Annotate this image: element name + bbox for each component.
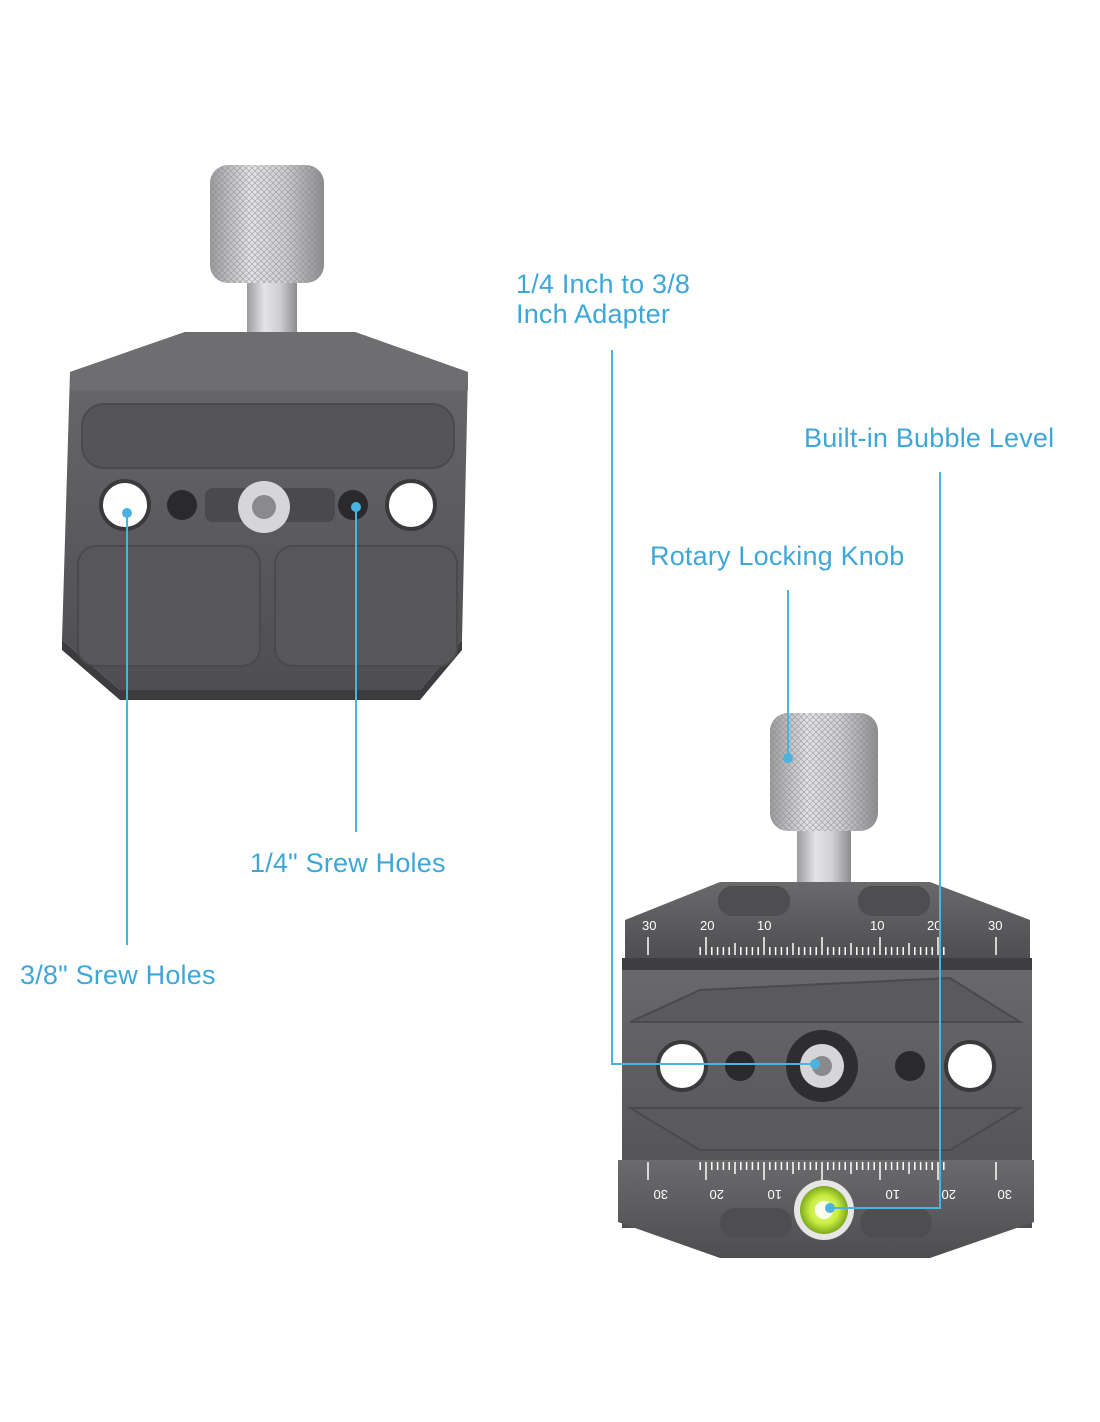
left-locking-knob [210, 165, 324, 340]
right-clamp-plate: 30 20 10 10 20 30 30 20 10 10 20 30 [618, 713, 1034, 1258]
leader-dot [783, 753, 793, 763]
leader-dot [810, 1059, 820, 1069]
top-scale-label: 10 [870, 918, 884, 933]
bottom-scale-label: 10 [768, 1187, 782, 1202]
top-scale-label: 30 [988, 918, 1002, 933]
callout-bubble-level: Built-in Bubble Level [804, 423, 1055, 453]
callout-three-eighth-holes: 3/8" Srew Holes [20, 960, 216, 990]
leader-dot [351, 502, 361, 512]
leader-adapter [611, 350, 815, 1065]
callout-quarter-holes: 1/4" Srew Holes [250, 848, 446, 878]
leader-dots [122, 502, 835, 1213]
bottom-scale-label: 20 [710, 1187, 724, 1202]
leader-dot [825, 1203, 835, 1213]
leader-lines [126, 350, 941, 1209]
bottom-scale-label: 10 [886, 1187, 900, 1202]
top-scale-label: 10 [757, 918, 771, 933]
left-clamp-plate [62, 165, 468, 700]
bottom-scale-label: 30 [998, 1187, 1012, 1202]
top-scale-ticks [647, 937, 997, 955]
leader-bubble-level [830, 472, 941, 1209]
bottom-scale-label: 30 [654, 1187, 668, 1202]
bubble-level [794, 1180, 854, 1240]
bottom-scale-label: 20 [942, 1187, 956, 1202]
callout-rotary-knob: Rotary Locking Knob [650, 541, 905, 571]
callout-adapter-line2: Inch Adapter [516, 299, 671, 329]
top-scale-label: 20 [700, 918, 714, 933]
top-scale-label: 30 [642, 918, 656, 933]
callout-adapter-line1: 1/4 Inch to 3/8 [516, 269, 691, 299]
bottom-scale-ticks [647, 1162, 997, 1180]
right-locking-knob [770, 713, 878, 890]
leader-dot [122, 508, 132, 518]
top-scale-label: 20 [927, 918, 941, 933]
